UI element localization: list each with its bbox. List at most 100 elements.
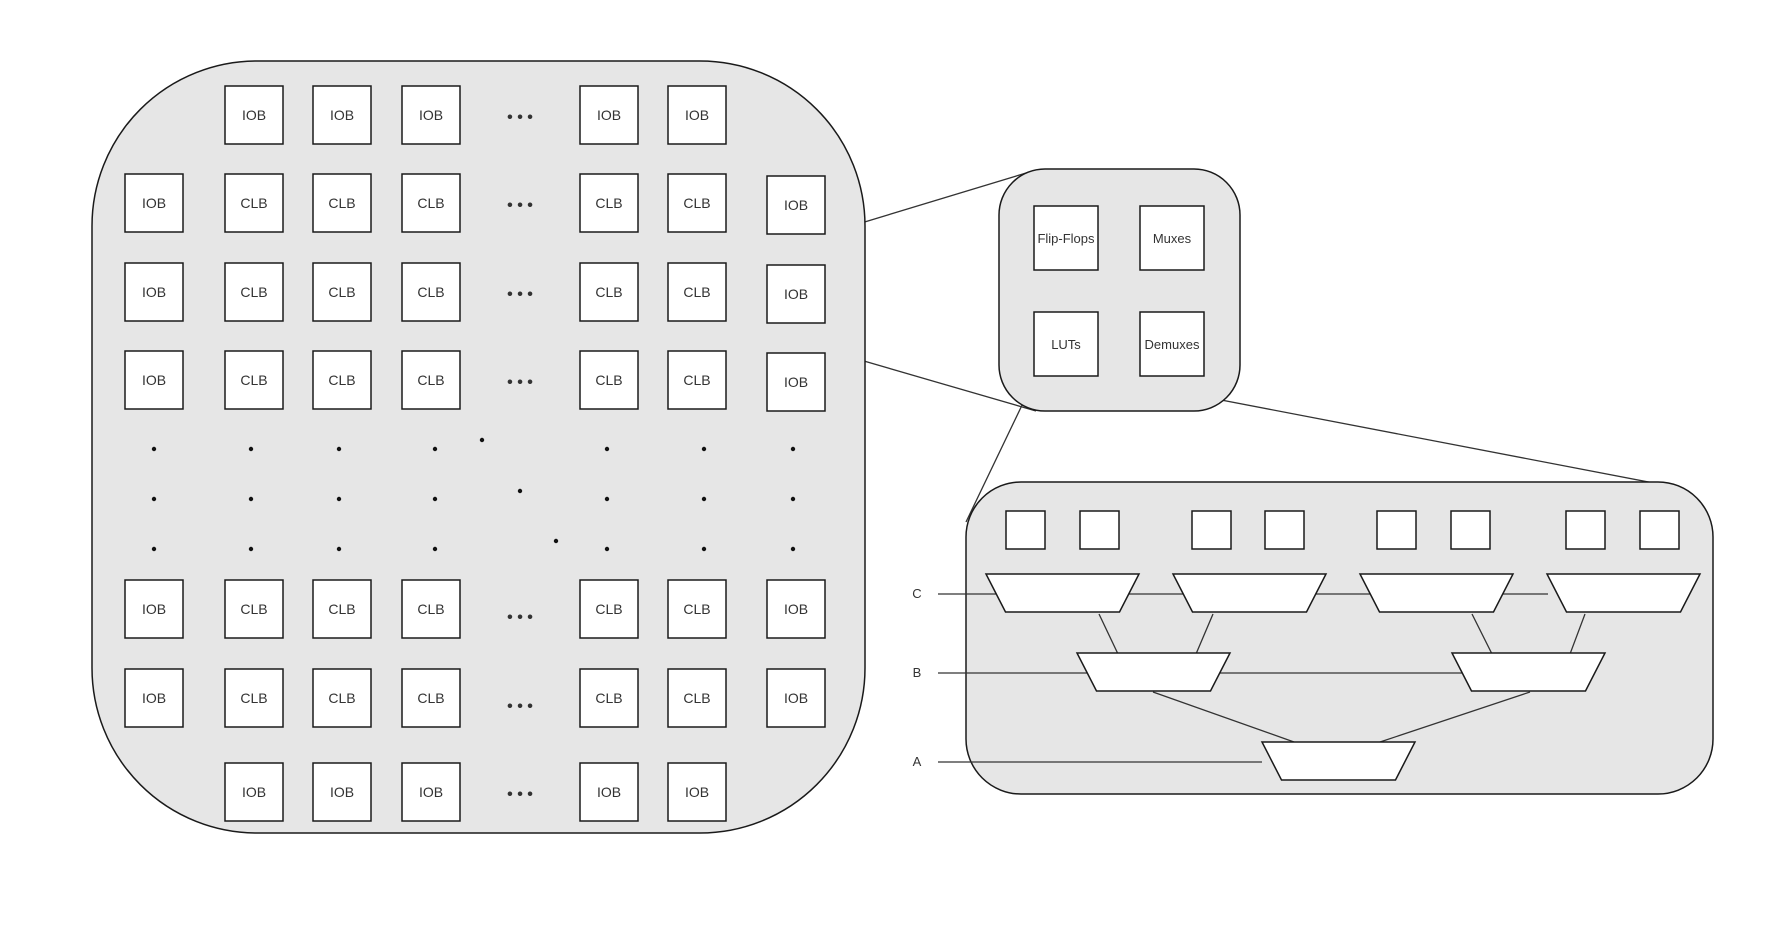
row2-clb-3: CLB	[312, 262, 372, 322]
ellipsis-dot	[701, 496, 707, 502]
bottom-iob-2: IOB	[312, 762, 372, 822]
top-iob-3: IOB	[401, 85, 461, 145]
top-iob-5-box	[667, 85, 727, 145]
row2-clb-2-box	[224, 262, 284, 322]
bottom-iob-4-label: IOB	[597, 784, 621, 800]
ellipsis-dot	[604, 496, 610, 502]
mux-level2	[1075, 652, 1232, 692]
mux-level1	[1171, 573, 1328, 613]
lut-memory-cell	[1565, 510, 1606, 550]
diagonal-ellipsis-dot	[517, 488, 523, 494]
row3-iob-7: IOB	[766, 352, 826, 412]
row2-iob-1-label: IOB	[142, 284, 166, 300]
row4-clb-2: CLB	[224, 579, 284, 639]
ellipsis-dot	[248, 546, 254, 552]
fpga-vertical-ellipsis	[151, 437, 796, 552]
row3-clb-5: CLB	[579, 350, 639, 410]
mux-connection	[1471, 613, 1493, 655]
ellipsis-dot	[151, 446, 157, 452]
ellipsis-dot	[248, 446, 254, 452]
muxes-block-box	[1139, 205, 1205, 271]
top-iob-5: IOB	[667, 85, 727, 145]
row1-clb-4-box	[401, 173, 461, 233]
mux-level3	[1260, 741, 1417, 781]
row4-clb-2-label: CLB	[240, 601, 267, 617]
row2-clb-3-box	[312, 262, 372, 322]
top-iob-4-label: IOB	[597, 107, 621, 123]
luts-block-label: LUTs	[1051, 337, 1081, 352]
ellipsis-dot	[790, 496, 796, 502]
row1-iob-1: IOB	[124, 173, 184, 233]
ellipsis-dot	[432, 446, 438, 452]
bottom-iob-3: IOB	[401, 762, 461, 822]
row1-clb-5: CLB	[579, 173, 639, 233]
row3-clb-4-box	[401, 350, 461, 410]
row4-iob-7-box	[766, 579, 826, 639]
bottom-iob-2-label: IOB	[330, 784, 354, 800]
row3-iob-1-label: IOB	[142, 372, 166, 388]
row3-iob-1-box	[124, 350, 184, 410]
ellipsis-dot	[701, 446, 707, 452]
ellipsis-dot	[604, 546, 610, 552]
row3-clb-6-box	[667, 350, 727, 410]
bottom-iob-4-box	[579, 762, 639, 822]
row2-iob-1: IOB	[124, 262, 184, 322]
mux-connection	[1152, 691, 1295, 743]
top-iob-1-label: IOB	[242, 107, 266, 123]
ellipsis-dot	[336, 546, 342, 552]
row4-iob-7-label: IOB	[784, 601, 808, 617]
top-iob-1: IOB	[224, 85, 284, 145]
lut-memory-cell	[1191, 510, 1232, 550]
row5-iob-7: IOB	[766, 668, 826, 728]
row3-clb-3-label: CLB	[328, 372, 355, 388]
row2-clb-4-label: CLB	[417, 284, 444, 300]
row3-clb-3: CLB	[312, 350, 372, 410]
row3-clb-6: CLB	[667, 350, 727, 410]
row1-clb-5-box	[579, 173, 639, 233]
row1-clb-6: CLB	[667, 173, 727, 233]
row1-ellipsis: • • •	[507, 197, 533, 214]
top-iob-2-label: IOB	[330, 107, 354, 123]
lut-memory-cell	[1376, 510, 1417, 550]
row5-clb-6-label: CLB	[683, 690, 710, 706]
row1-iob-7: IOB	[766, 175, 826, 235]
row3-clb-2: CLB	[224, 350, 284, 410]
row1-clb-6-label: CLB	[683, 195, 710, 211]
row3-clb-2-box	[224, 350, 284, 410]
row4-clb-4-box	[401, 579, 461, 639]
row3-iob-7-label: IOB	[784, 374, 808, 390]
row4-iob-1-label: IOB	[142, 601, 166, 617]
row5-clb-6: CLB	[667, 668, 727, 728]
mux-connection	[1379, 691, 1531, 743]
row5-clb-4-box	[401, 668, 461, 728]
row2-iob-7-box	[766, 264, 826, 324]
bottom-iob-5-box	[667, 762, 727, 822]
mux-level1	[984, 573, 1141, 613]
mux-level2	[1450, 652, 1607, 692]
fpga-panel	[91, 60, 866, 834]
row5-clb-5-label: CLB	[595, 690, 622, 706]
demuxes-block: Demuxes	[1139, 311, 1205, 377]
ellipsis-dot	[790, 546, 796, 552]
row4-clb-5: CLB	[579, 579, 639, 639]
row3-clb-2-label: CLB	[240, 372, 267, 388]
row4-iob-1-box	[124, 579, 184, 639]
row2-iob-7-label: IOB	[784, 286, 808, 302]
top-iob-3-label: IOB	[419, 107, 443, 123]
bottom-iob-3-label: IOB	[419, 784, 443, 800]
top-iob-4: IOB	[579, 85, 639, 145]
diagonal-ellipsis-dot	[553, 538, 559, 544]
row2-clb-5-box	[579, 262, 639, 322]
top-iob-1-box	[224, 85, 284, 145]
muxes-block-label: Muxes	[1153, 231, 1192, 246]
row2-clb-3-label: CLB	[328, 284, 355, 300]
lut-memory-cell	[1450, 510, 1491, 550]
row3-iob-7-box	[766, 352, 826, 412]
row4-clb-6-label: CLB	[683, 601, 710, 617]
lut-memory-cell	[1079, 510, 1120, 550]
row3-clb-3-box	[312, 350, 372, 410]
row5-iob-1: IOB	[124, 668, 184, 728]
mux-level1	[1545, 573, 1702, 613]
bottom-iob-1-box	[224, 762, 284, 822]
